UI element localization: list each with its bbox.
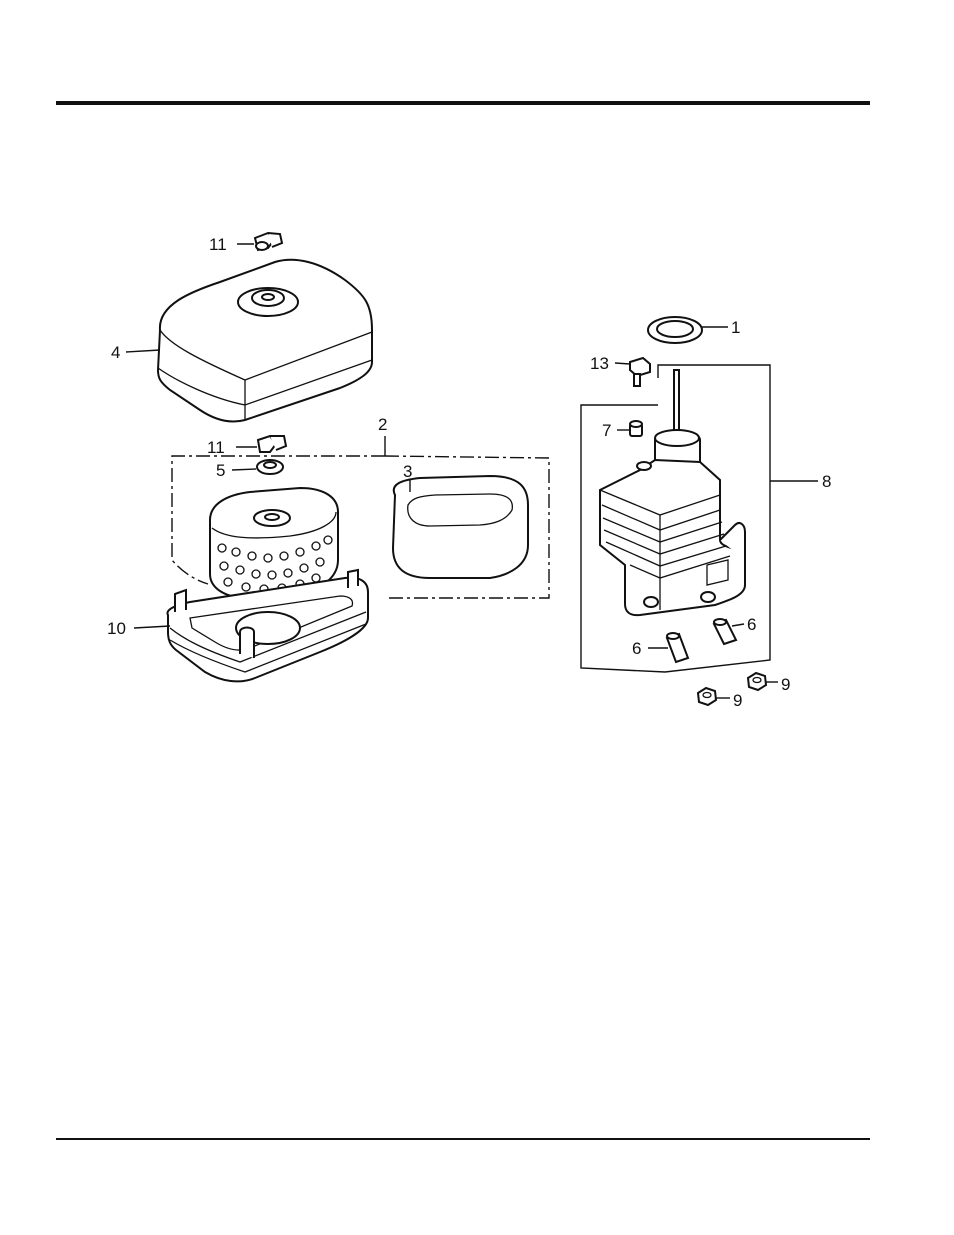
callout-9-right: 9 bbox=[781, 675, 790, 694]
callout-6-left: 6 bbox=[632, 639, 641, 658]
bolt bbox=[630, 358, 650, 386]
callout-2: 2 bbox=[378, 415, 387, 434]
callout-10: 10 bbox=[107, 619, 126, 638]
nut-right bbox=[748, 673, 766, 690]
callout-3: 3 bbox=[403, 462, 412, 481]
callout-7: 7 bbox=[602, 421, 611, 440]
grommet bbox=[257, 460, 283, 474]
wing-nut-top bbox=[255, 233, 282, 250]
callout-11-top: 11 bbox=[209, 235, 227, 254]
air-cleaner-cover bbox=[158, 260, 372, 422]
nut-left bbox=[698, 688, 716, 705]
wing-nut-lower bbox=[258, 436, 286, 452]
callout-8: 8 bbox=[822, 472, 831, 491]
callout-11-lower: 11 bbox=[207, 438, 225, 457]
collar-pipe-right bbox=[714, 619, 736, 644]
collar bbox=[630, 421, 642, 436]
foam-element bbox=[393, 476, 528, 578]
gasket bbox=[648, 317, 702, 343]
air-cleaner-case bbox=[600, 370, 745, 615]
callout-13: 13 bbox=[590, 354, 609, 373]
collar-pipe-left bbox=[667, 633, 688, 662]
callout-9-left: 9 bbox=[733, 691, 742, 710]
callout-6-right: 6 bbox=[747, 615, 756, 634]
callout-4: 4 bbox=[111, 343, 120, 362]
callout-1: 1 bbox=[731, 318, 740, 337]
callout-5: 5 bbox=[216, 461, 225, 480]
